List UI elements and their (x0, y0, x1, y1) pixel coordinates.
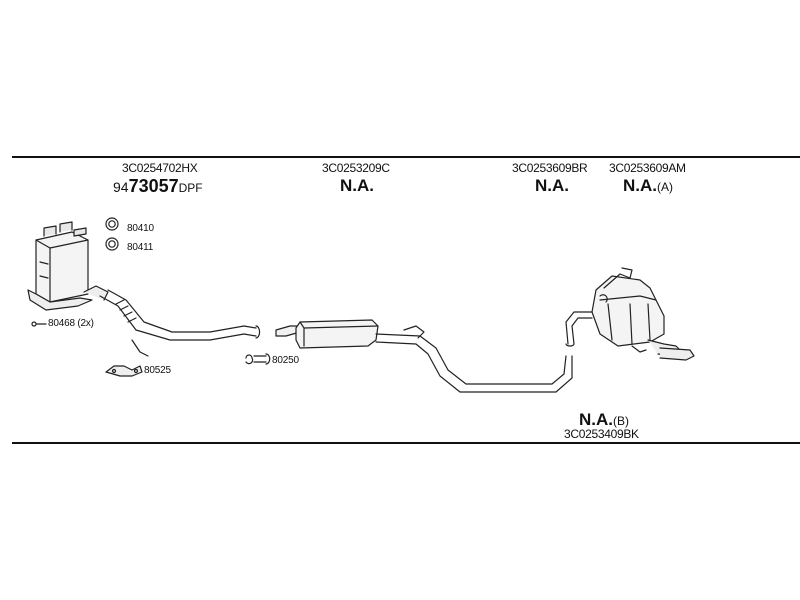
part-label-80250: 80250 (272, 355, 299, 366)
bottom-divider-line (12, 442, 800, 444)
column-4-ref: 3C0253609AM (609, 161, 686, 175)
column-3-status: N.A. (535, 176, 569, 195)
gasket-ring-icon (105, 217, 119, 231)
column-3-ref: 3C0253609BR (512, 161, 588, 175)
part-number-main: 73057 (128, 176, 179, 196)
part-label-80468: 80468 (2x) (48, 318, 94, 329)
pipe-clamp-icon (245, 353, 271, 365)
part-number-suffix: DPF (178, 181, 203, 195)
column-1-ref: 3C0254702HX (122, 161, 198, 175)
column-4-status: N.A.(A) (623, 177, 673, 195)
rear-silencer-icon (565, 267, 695, 361)
bottom-status-text: N.A. (579, 410, 613, 429)
bottom-status: N.A.(B) (579, 411, 629, 429)
bottom-ref: 3C0253409BK (564, 427, 639, 441)
middle-silencer-icon (275, 319, 379, 349)
bolt-icon (31, 321, 47, 327)
clamp-icon (105, 365, 143, 377)
column-1-part-number: 9473057DPF (113, 177, 203, 196)
part-label-80525: 80525 (144, 365, 171, 376)
top-divider-line (12, 156, 800, 158)
bottom-variant: (B) (613, 414, 629, 428)
part-label-80410: 80410 (127, 223, 154, 234)
gasket-ring-icon (105, 237, 119, 251)
column-4-status-text: N.A. (623, 176, 657, 195)
column-2-ref: 3C0253209C (322, 161, 390, 175)
column-4-variant: (A) (657, 180, 673, 194)
part-number-prefix: 94 (113, 179, 129, 195)
rear-pipe-icon (375, 325, 573, 393)
column-2-status: N.A. (340, 176, 374, 195)
front-pipe-icon (99, 289, 261, 357)
part-label-80411: 80411 (127, 242, 154, 253)
dpf-catalytic-converter-icon (27, 221, 109, 311)
